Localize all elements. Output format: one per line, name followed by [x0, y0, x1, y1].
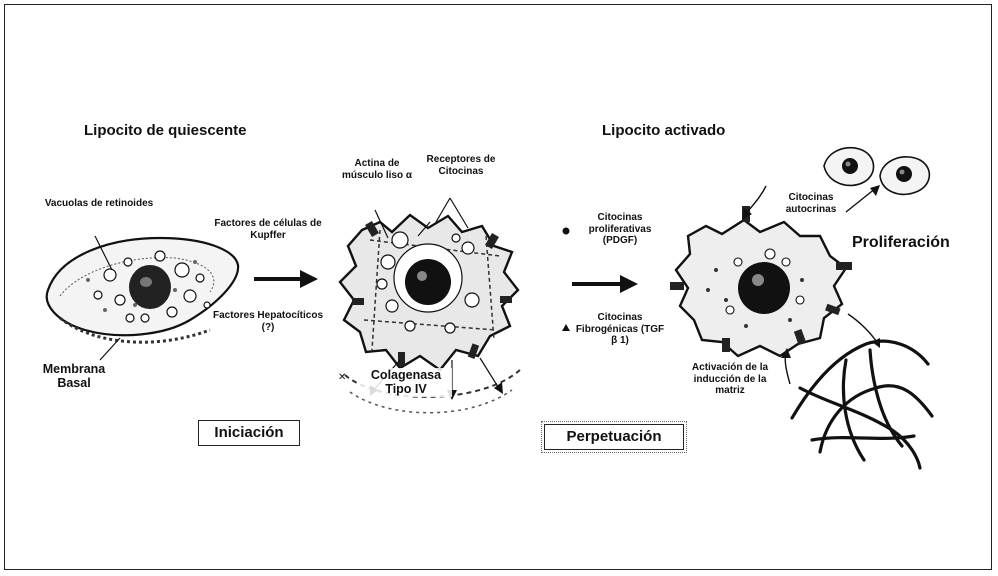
- label-collagenase: Colagenasa Tipo IV: [360, 368, 452, 397]
- quiescent-lipocyte: [47, 236, 238, 360]
- label-fibrogenic-cytokines: Citocinas Fibrogénicas (TGF β 1): [572, 312, 668, 347]
- heading-quiescent: Lipocito de quiescente: [84, 122, 247, 139]
- label-autocrine-cytokines: Citocinas autocrinas: [770, 192, 852, 215]
- stage-perpetuation: Perpetuación: [544, 424, 684, 450]
- label-actin: Actina de músculo liso α: [334, 158, 420, 181]
- label-membrane: Membrana Basal: [40, 362, 108, 391]
- label-proliferation: Proliferación: [852, 234, 950, 252]
- heading-activated: Lipocito activado: [602, 122, 725, 139]
- label-kupffer-factors: Factores de células de Kupffer: [212, 218, 324, 241]
- label-receptors: Receptores de Citocinas: [424, 154, 498, 177]
- label-matrix-activation: Activación de la inducción de la matriz: [682, 362, 778, 397]
- stage-initiation: Iniciación: [198, 420, 300, 446]
- label-vacuoles: Vacuolas de retinoides: [44, 198, 154, 210]
- label-hepatocytic-factors: Factores Hepatocíticos (?): [210, 310, 326, 333]
- svg-text:✕: ✕: [338, 372, 346, 383]
- label-proliferative-cytokines: Citocinas proliferativas (PDGF): [572, 212, 668, 247]
- arrow-kupffer: [254, 270, 318, 288]
